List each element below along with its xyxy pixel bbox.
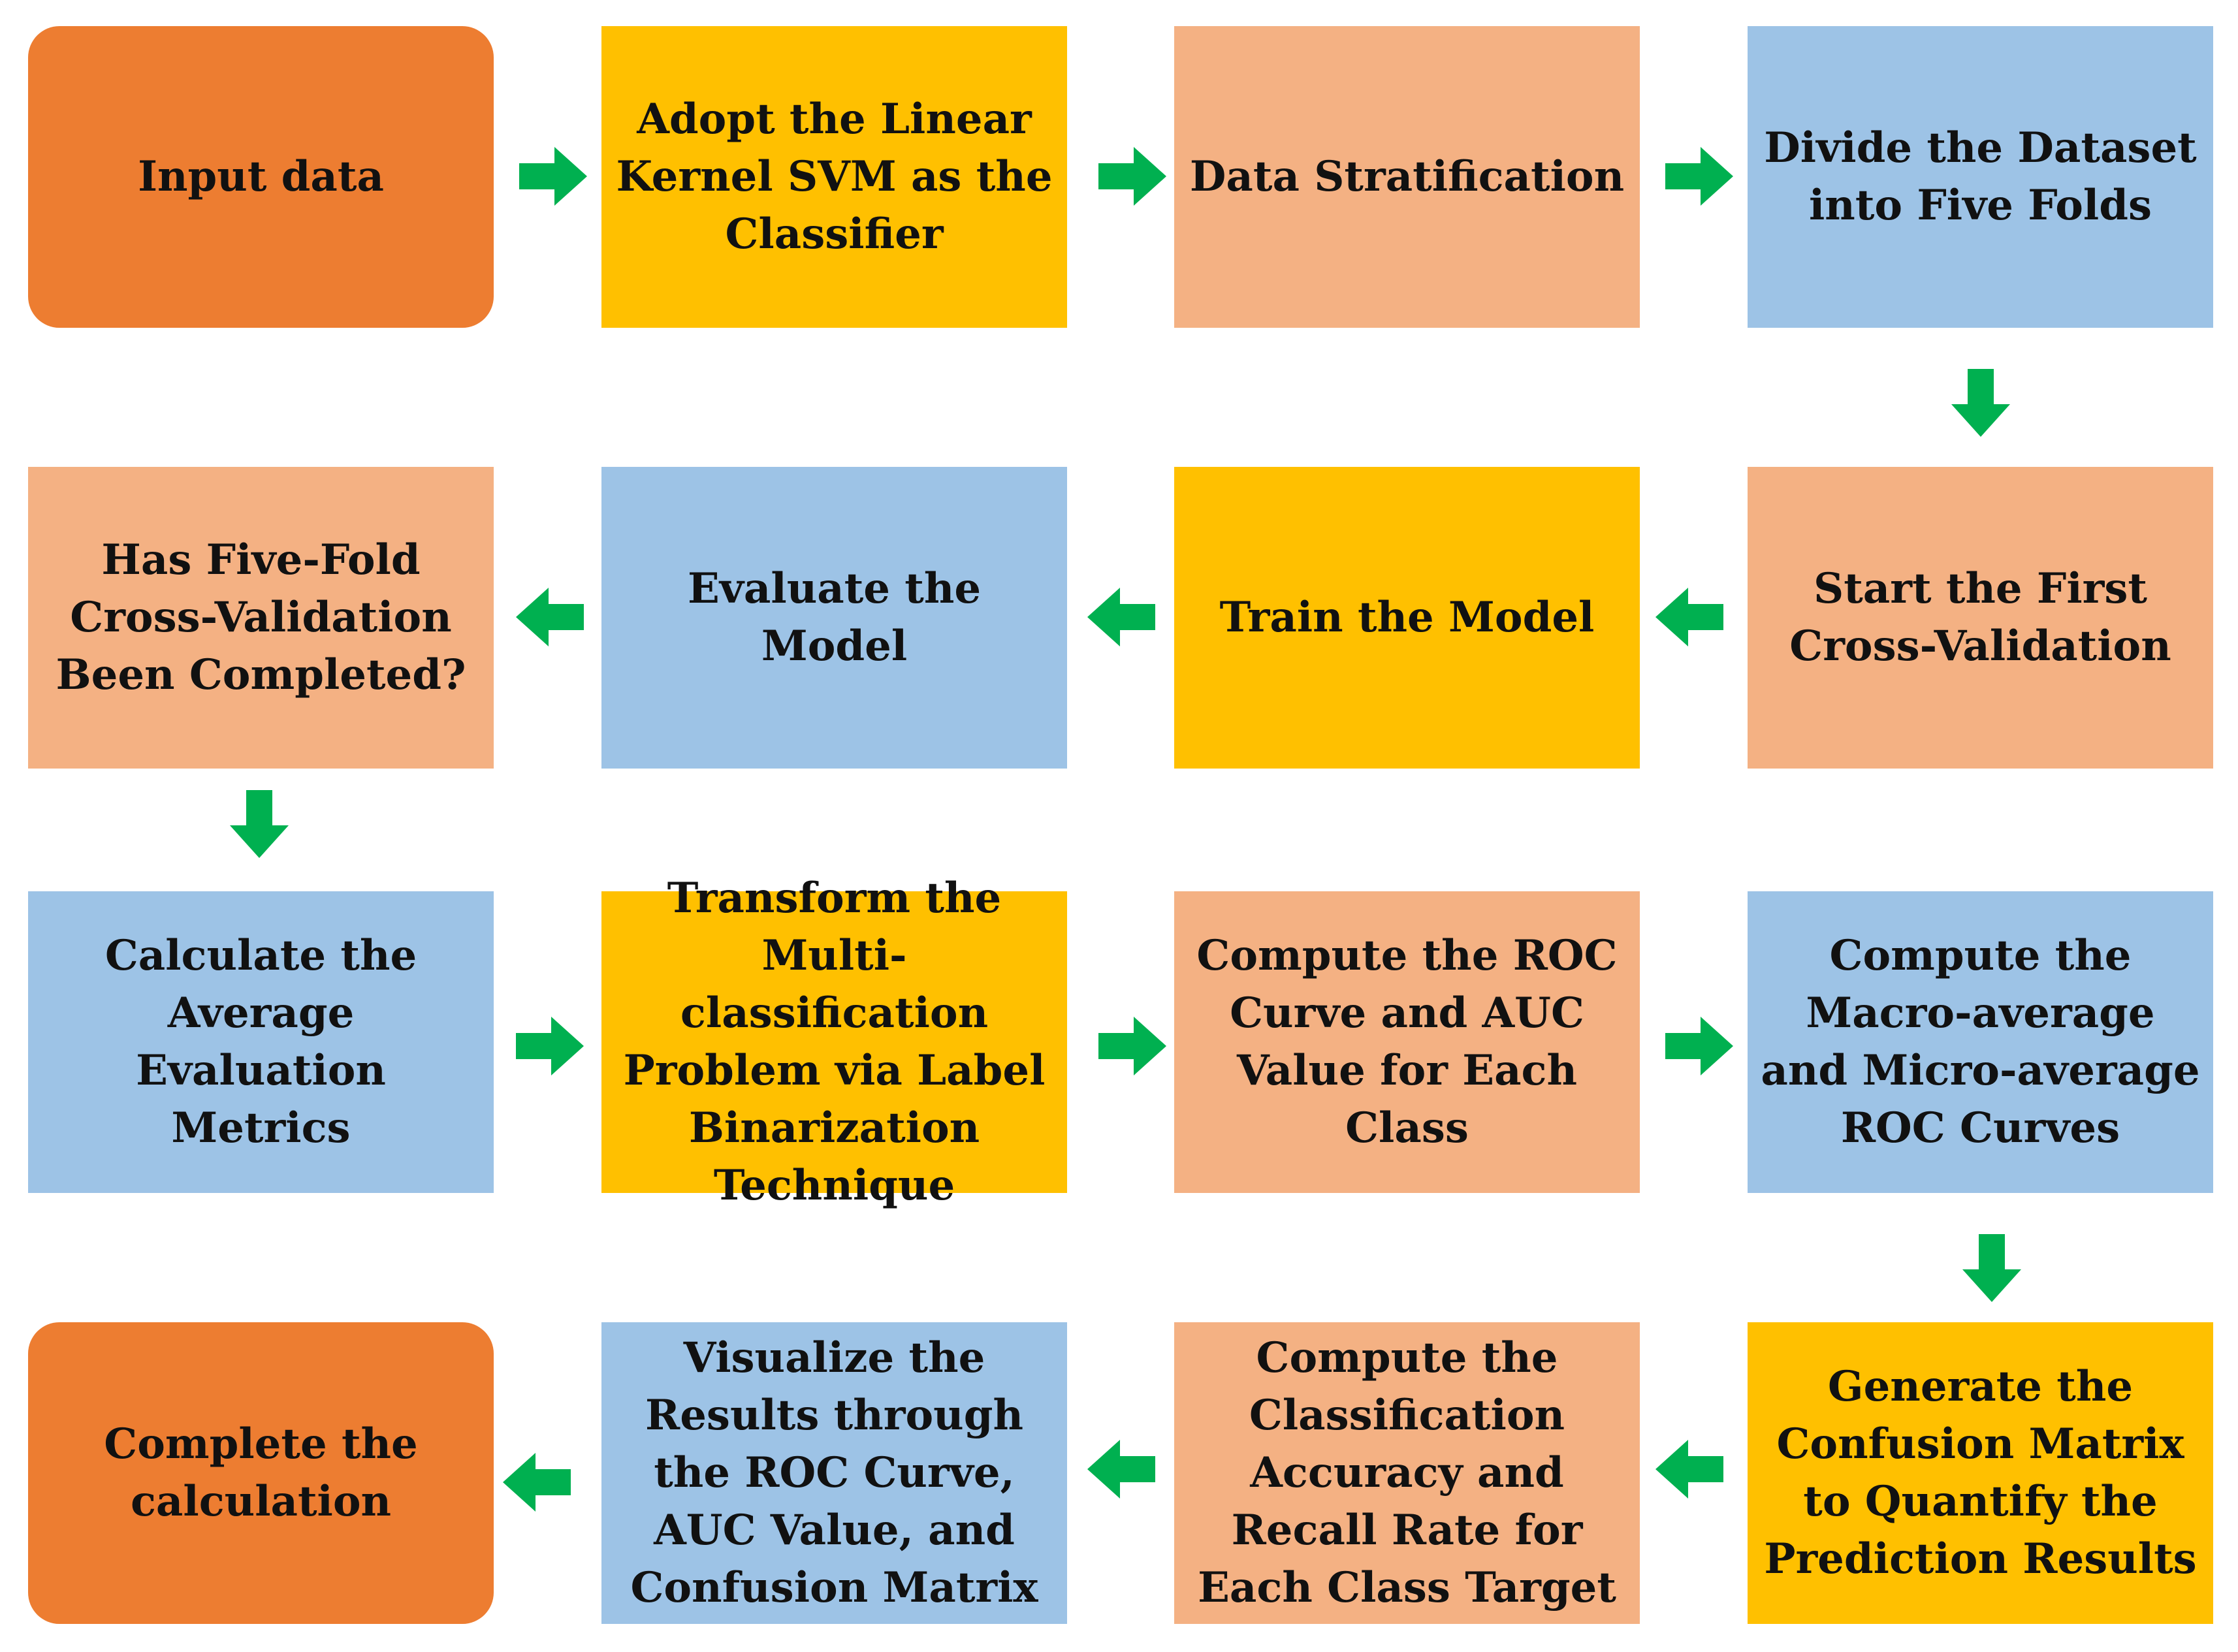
step-data-stratification-label: Data Stratification (1189, 152, 1625, 201)
arrow-right-icon (516, 1017, 584, 1075)
step-visualize-results: Visualize the Results through the ROC Cu… (601, 1322, 1067, 1624)
step-compute-roc-auc: Compute the ROC Curve and AUC Value for … (1174, 891, 1640, 1193)
arrow-down-icon (1962, 1234, 2021, 1302)
arrow-right-icon (1098, 147, 1166, 206)
arrow-right-icon (1665, 1017, 1733, 1075)
step-accuracy-recall-label: Compute the Classification Accuracy and … (1198, 1333, 1616, 1612)
arrow-left-icon (1655, 588, 1723, 646)
step-adopt-svm: Adopt the Linear Kernel SVM as the Class… (601, 26, 1067, 328)
step-label-binarization: Transform the Multi-classification Probl… (601, 874, 1067, 1210)
arrow-right-icon (519, 147, 587, 206)
step-cv-completed-label: Has Five-Fold Cross-Validation Been Comp… (56, 535, 466, 699)
arrow-down-icon (1951, 369, 2010, 437)
arrow-left-icon (1087, 588, 1155, 646)
step-start-first-cv-label: Start the First Cross-Validation (1789, 564, 2171, 671)
step-complete-calc: Complete the calculation (28, 1322, 494, 1624)
step-accuracy-recall: Compute the Classification Accuracy and … (1174, 1322, 1640, 1624)
step-complete-calc-label: Complete the calculation (104, 1420, 418, 1526)
step-visualize-results-label: Visualize the Results through the ROC Cu… (630, 1333, 1038, 1612)
arrow-down-icon (230, 790, 289, 858)
arrow-right-icon (1665, 147, 1733, 206)
step-confusion-matrix-label: Generate the Confusion Matrix to Quantif… (1764, 1362, 2197, 1583)
arrow-left-icon (503, 1453, 571, 1512)
arrow-left-icon (1655, 1440, 1723, 1499)
step-divide-folds-label: Divide the Dataset into Five Folds (1764, 123, 2197, 230)
arrow-right-icon (1098, 1017, 1166, 1075)
step-macro-micro-roc-label: Compute the Macro-average and Micro-aver… (1761, 931, 2200, 1152)
step-label-binarization-label: Transform the Multi-classification Probl… (623, 874, 1046, 1210)
step-divide-folds: Divide the Dataset into Five Folds (1748, 26, 2213, 328)
step-input-data: Input data (28, 26, 494, 328)
step-average-metrics-label: Calculate the Average Evaluation Metrics (104, 931, 417, 1152)
step-evaluate-model: Evaluate the Model (601, 467, 1067, 769)
step-data-stratification: Data Stratification (1174, 26, 1640, 328)
step-compute-roc-auc-label: Compute the ROC Curve and AUC Value for … (1196, 931, 1618, 1152)
step-start-first-cv: Start the First Cross-Validation (1748, 467, 2213, 769)
step-cv-completed: Has Five-Fold Cross-Validation Been Comp… (28, 467, 494, 769)
step-confusion-matrix: Generate the Confusion Matrix to Quantif… (1748, 1322, 2213, 1624)
step-train-model-label: Train the Model (1219, 593, 1595, 642)
step-input-data-label: Input data (138, 152, 384, 201)
step-train-model: Train the Model (1174, 467, 1640, 769)
step-adopt-svm-label: Adopt the Linear Kernel SVM as the Class… (616, 95, 1053, 259)
step-evaluate-model-label: Evaluate the Model (687, 564, 982, 671)
step-average-metrics: Calculate the Average Evaluation Metrics (28, 891, 494, 1193)
arrow-left-icon (516, 588, 584, 646)
step-macro-micro-roc: Compute the Macro-average and Micro-aver… (1748, 891, 2213, 1193)
arrow-left-icon (1087, 1440, 1155, 1499)
